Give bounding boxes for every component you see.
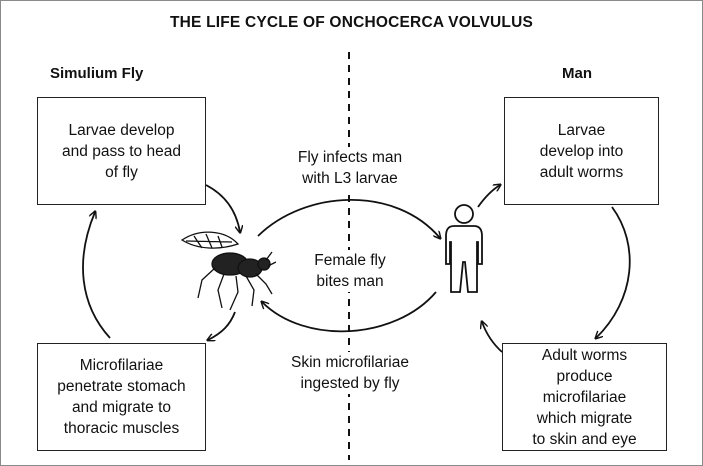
box-microfilariae-penetrate-stomach: Microfilariae penetrate stomach and migr…	[37, 343, 206, 451]
arrow-man-to-fly	[262, 291, 437, 333]
box-larvae-develop-adult-worms: Larvae develop into adult worms	[504, 97, 659, 205]
human-figure-icon	[445, 204, 483, 293]
heading-man: Man	[562, 65, 592, 82]
label-skin-microfilariae-ingested: Skin microfilariae ingested by fly	[256, 352, 444, 394]
arrow-bottomright-to-man	[482, 322, 503, 353]
arrow-fly-to-man	[257, 198, 440, 238]
arrow-topleft-to-fly	[205, 184, 240, 232]
arrow-topright-to-bottomright	[596, 206, 631, 338]
fly-icon	[180, 231, 277, 311]
arrow-bottomleft-to-topleft	[82, 212, 111, 339]
arrow-fly-to-bottomleft	[208, 311, 236, 340]
arrow-man-to-topright	[477, 185, 500, 208]
diagram-title: THE LIFE CYCLE OF ONCHOCERCA VOLVULUS	[169, 14, 534, 31]
label-female-fly-bites-man: Female fly bites man	[276, 250, 424, 292]
box-adult-worms-produce-microfilariae: Adult worms produce microfilariae which …	[502, 343, 667, 451]
heading-simulium-fly: Simulium Fly	[50, 65, 144, 82]
box-larvae-pass-to-head: Larvae develop and pass to head of fly	[37, 97, 206, 205]
label-fly-infects-man: Fly infects man with L3 larvae	[256, 147, 444, 189]
